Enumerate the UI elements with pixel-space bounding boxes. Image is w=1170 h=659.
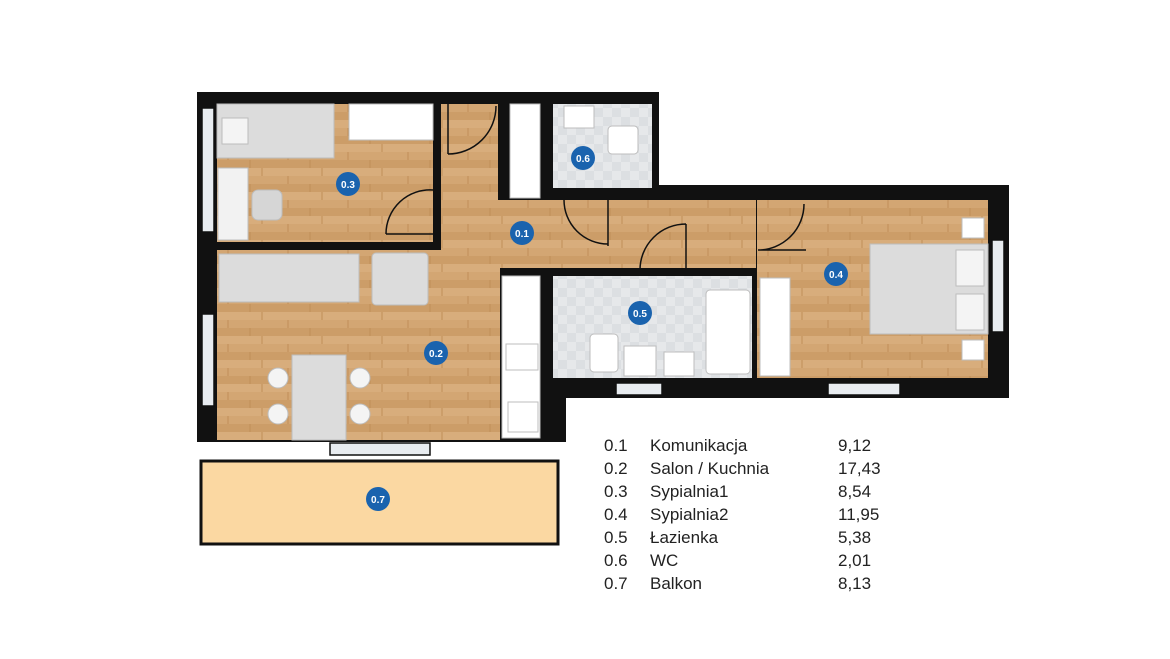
pillow-room-0-4 xyxy=(955,293,985,331)
room-area: 8,54 xyxy=(838,482,872,501)
room-area: 11,95 xyxy=(838,505,880,524)
bathtub xyxy=(705,289,751,375)
room-area: 8,13 xyxy=(838,574,872,593)
room-code: 0.2 xyxy=(604,459,628,478)
plan-cutout xyxy=(566,398,1010,448)
desk-chair xyxy=(251,189,283,221)
window-room-0-4-bottom xyxy=(827,382,901,396)
window-room-0-3 xyxy=(201,107,215,233)
dining-chair xyxy=(349,403,371,425)
badge-room-0-5: 0.5 xyxy=(628,301,652,325)
badge-room-0-2: 0.2 xyxy=(424,341,448,365)
room-code: 0.7 xyxy=(604,574,628,593)
room-name: Łazienka xyxy=(650,528,719,547)
badge-room-0-6: 0.6 xyxy=(571,146,595,170)
wardrobe-room-0-4 xyxy=(759,277,791,377)
dining-table xyxy=(291,354,347,441)
svg-text:0.7: 0.7 xyxy=(371,495,385,506)
svg-text:0.6: 0.6 xyxy=(576,154,590,165)
doors xyxy=(385,104,806,271)
door-room-0-3 xyxy=(385,189,434,235)
svg-text:0.4: 0.4 xyxy=(829,270,843,281)
window-room-0-2-bottom xyxy=(329,442,431,456)
window-room-0-2 xyxy=(201,313,215,407)
washing-machine xyxy=(623,345,657,377)
svg-text:0.3: 0.3 xyxy=(341,180,355,191)
dining-chair xyxy=(349,367,371,389)
bath-sink xyxy=(663,351,695,377)
svg-text:0.1: 0.1 xyxy=(515,229,529,240)
sofa xyxy=(218,253,360,303)
room-code: 0.4 xyxy=(604,505,628,524)
room-name: Sypialnia1 xyxy=(650,482,729,501)
window-room-0-4-side xyxy=(991,239,1005,333)
room-code: 0.3 xyxy=(604,482,628,501)
room-area: 17,43 xyxy=(838,459,881,478)
pillow-room-0-4 xyxy=(955,249,985,287)
room-name: Balkon xyxy=(650,574,702,593)
room-code: 0.6 xyxy=(604,551,628,570)
pillow-room-0-3 xyxy=(221,117,249,145)
badge-room-0-3: 0.3 xyxy=(336,172,360,196)
svg-text:0.5: 0.5 xyxy=(633,309,647,320)
wc-sink xyxy=(563,105,595,129)
hall-wardrobe xyxy=(509,103,541,199)
nightstand xyxy=(961,217,985,239)
dining-chair xyxy=(267,367,289,389)
room-name: Salon / Kuchnia xyxy=(650,459,770,478)
wc-toilet xyxy=(607,125,639,155)
door-room-0-4 xyxy=(757,203,806,251)
room-code: 0.1 xyxy=(604,436,628,455)
armchair xyxy=(371,252,429,306)
room-name: Sypialnia2 xyxy=(650,505,729,524)
room-name: Komunikacja xyxy=(650,436,748,455)
door-bathroom xyxy=(639,223,687,271)
room-badges: 0.1 0.2 0.3 0.4 0.5 0.6 0.7 xyxy=(336,146,848,511)
room-area: 2,01 xyxy=(838,551,872,570)
badge-room-0-4: 0.4 xyxy=(824,262,848,286)
windows xyxy=(201,107,1005,456)
desk-room-0-3 xyxy=(217,167,249,241)
wardrobe-room-0-3 xyxy=(348,103,434,141)
furniture xyxy=(216,103,989,441)
svg-text:0.2: 0.2 xyxy=(429,349,443,360)
room-name: WC xyxy=(650,551,679,570)
nightstand xyxy=(961,339,985,361)
room-area: 5,38 xyxy=(838,528,872,547)
bath-toilet xyxy=(589,333,619,373)
room-area: 9,12 xyxy=(838,436,872,455)
kitchen-sink xyxy=(505,343,539,371)
window-room-0-5 xyxy=(615,382,663,396)
badge-room-0-1: 0.1 xyxy=(510,221,534,245)
badge-room-0-7: 0.7 xyxy=(366,487,390,511)
kitchen-hob xyxy=(507,401,539,433)
door-entry xyxy=(447,104,497,155)
room-code: 0.5 xyxy=(604,528,628,547)
dining-chair xyxy=(267,403,289,425)
door-wc xyxy=(563,199,609,246)
